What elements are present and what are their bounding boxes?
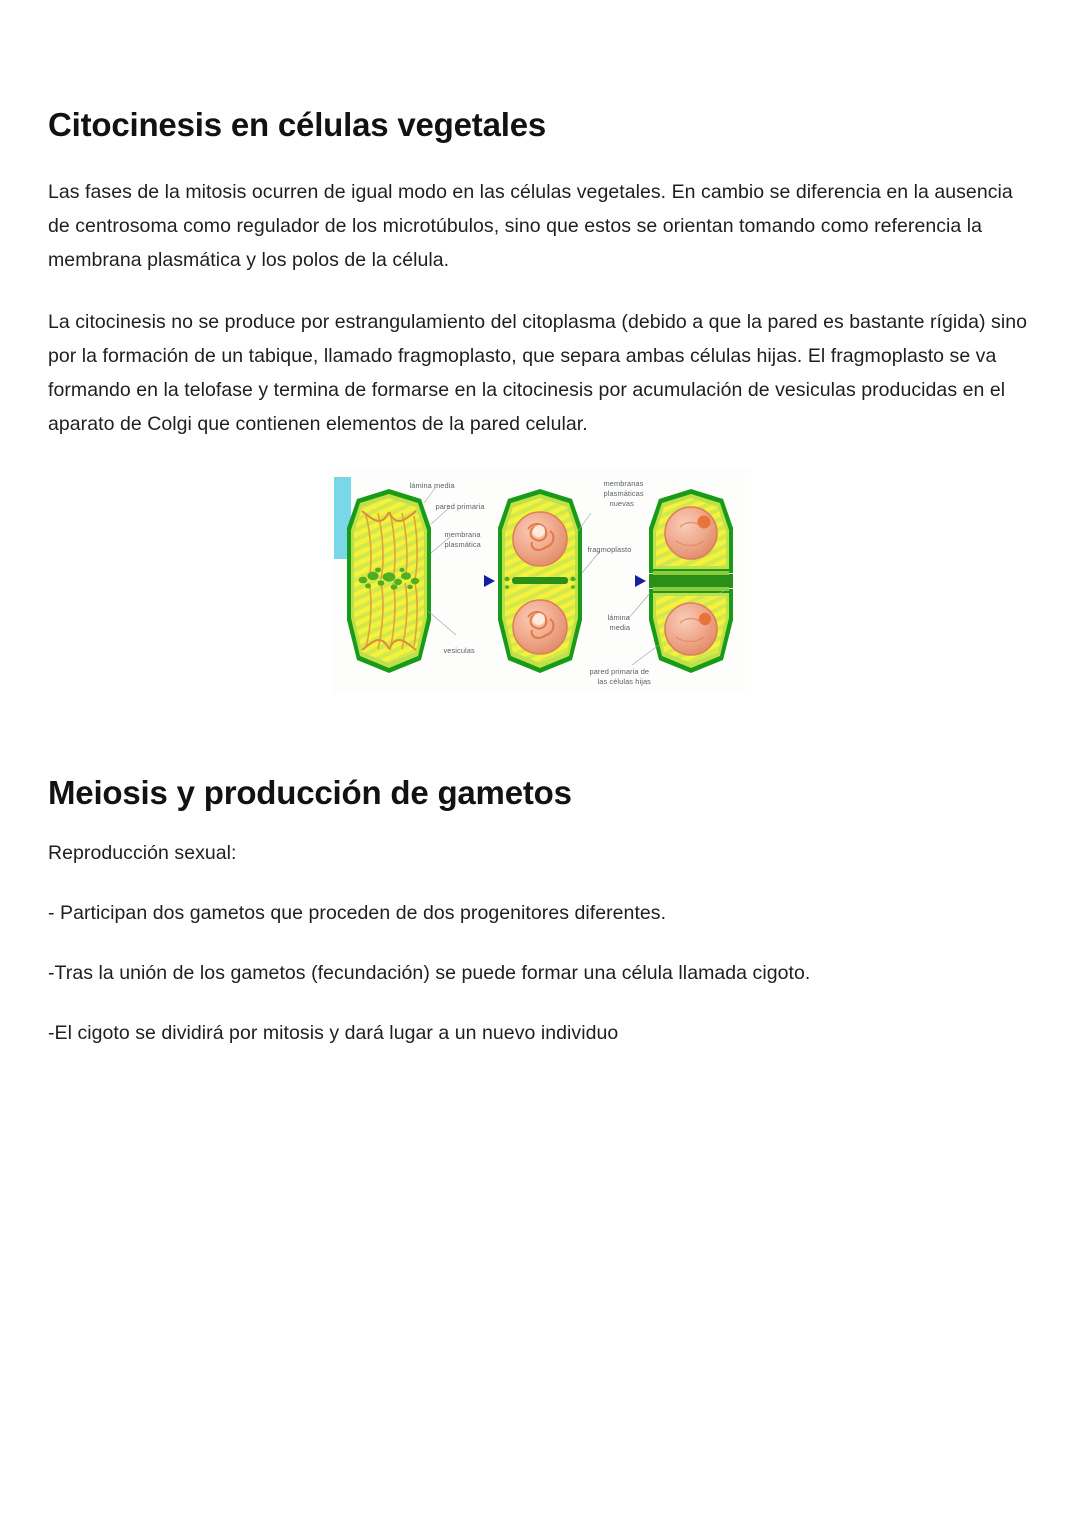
paragraph-citocinesis-fragmoplasto: La citocinesis no se produce por estrang… bbox=[48, 311, 1028, 436]
figure-label-pared-primaria-hijas-line2: las células hijas bbox=[597, 677, 651, 687]
document-content: Citocinesis en células vegetales Las fas… bbox=[48, 0, 1033, 1048]
figure-label-membranas-nuevas-line3: nuevas bbox=[609, 499, 634, 509]
paragraph-citocinesis-intro: Las fases de la mitosis ocurren de igual… bbox=[48, 181, 1013, 272]
figure-label-membrana-plasmatica-line1: membrana bbox=[444, 530, 481, 540]
label-leader-lines bbox=[423, 487, 659, 666]
cell-stage-1 bbox=[346, 489, 431, 674]
figure-label-fragmoplasto: fragmoplasto bbox=[587, 545, 632, 555]
figure-label-vesiculas: vesiculas bbox=[443, 646, 475, 656]
list-item-cigoto-mitosis: -El cigoto se dividirá por mitosis y dar… bbox=[48, 1021, 619, 1044]
figure-container: lámina media pared primaria membrana pla… bbox=[48, 469, 1033, 695]
text-reproduccion-sexual: Reproducción sexual: bbox=[48, 841, 237, 864]
cytokinesis-illustration-svg bbox=[346, 487, 733, 674]
figure-label-pared-primaria: pared primaria bbox=[435, 502, 485, 512]
section-title-meiosis: Meiosis y producción de gametos bbox=[48, 774, 572, 812]
figure-label-membrana-plasmatica-line2: plasmática bbox=[444, 540, 481, 550]
list-item-fecundacion-cigoto: -Tras la unión de los gametos (fecundaci… bbox=[48, 961, 811, 984]
figure-label-membranas-nuevas-line2: plasmáticas bbox=[603, 489, 644, 499]
plant-cytokinesis-diagram: lámina media pared primaria membrana pla… bbox=[331, 469, 750, 695]
figure-label-lamina-media-top: lámina media bbox=[409, 481, 455, 491]
figure-label-pared-primaria-hijas-line1: pared primaria de bbox=[589, 667, 650, 677]
arrow-stage-2-to-3 bbox=[602, 575, 646, 588]
cell-stage-3 bbox=[648, 489, 733, 674]
page-title: Citocinesis en células vegetales bbox=[48, 106, 547, 143]
figure-label-lamina-media-bottom-line2: media bbox=[609, 623, 631, 633]
list-item-gametos-progenitores: - Participan dos gametos que proceden de… bbox=[48, 901, 667, 924]
figure-label-lamina-media-bottom-line1: lámina bbox=[607, 613, 630, 623]
cell-stage-2 bbox=[497, 489, 582, 674]
arrow-stage-1-to-2 bbox=[451, 575, 495, 588]
cyan-highlight-bar bbox=[333, 477, 351, 560]
figure-label-membranas-nuevas-line1: membranas bbox=[603, 479, 644, 489]
figure-spacer bbox=[48, 694, 1033, 772]
